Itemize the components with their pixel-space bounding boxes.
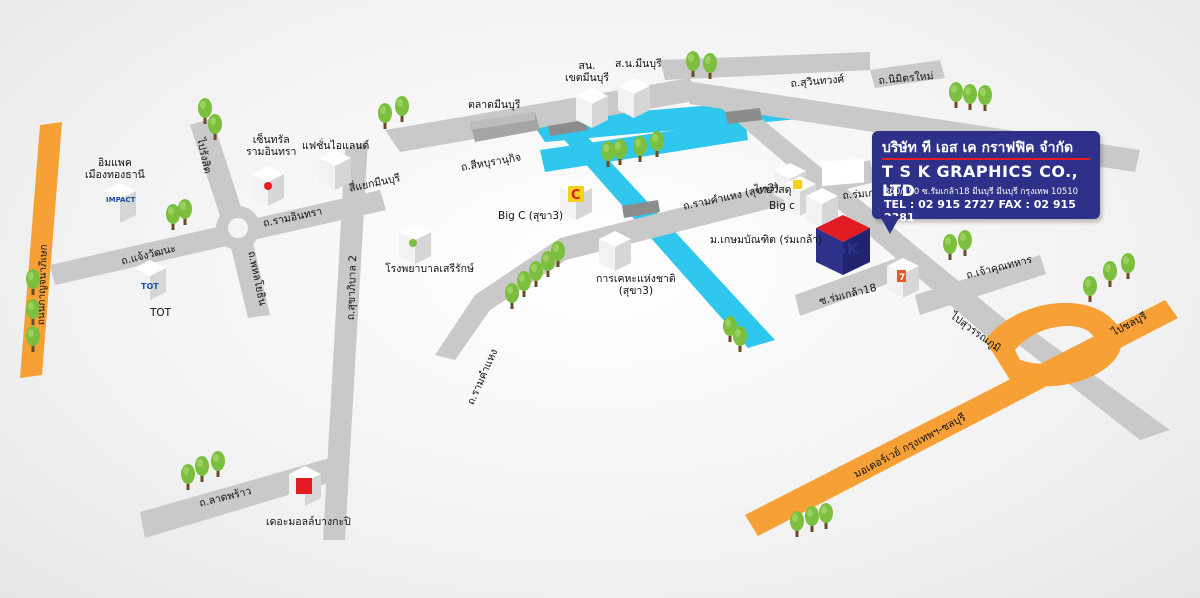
label-kasem: ม.เกษมบัณฑิต (ร่มเกล้า) (710, 234, 823, 246)
road-soi-romklao18 (795, 255, 912, 316)
label-mall-bangkapi: เดอะมอลล์บางกะปิ (266, 516, 351, 528)
hospital-logo (409, 239, 417, 247)
police-box (618, 78, 650, 118)
district-box (576, 88, 608, 128)
bigc2-logo (793, 180, 802, 189)
road-sukhapiban2 (323, 140, 368, 540)
tsk-headquarters: TSK (816, 158, 870, 275)
label-district-minburi: สน. เขตมีนบุรี (565, 60, 609, 85)
label-impact: อิมแพค เมืองทองธานี (85, 157, 145, 182)
road-to-suvarnabhumi (1000, 325, 1170, 440)
bigc-logo-letter: C (571, 188, 581, 203)
logos: C IMPACT TOT 7 (106, 180, 906, 494)
motorway-interchange (985, 302, 1122, 387)
road-nimitmai (870, 60, 945, 88)
tot-box (134, 260, 166, 300)
road-phahonyothin (228, 230, 270, 318)
road-ramintra (50, 190, 386, 285)
central-logo (264, 182, 272, 190)
company-address: 360/190 ซ.รัมเกล้า18 มีนบุรี มีนบุรี กรุ… (884, 187, 1079, 197)
company-info-box: บริษัท ที เอส เค กราฟฟิค จำกัด T S K GRA… (872, 131, 1100, 224)
label-fashion: แฟชั่นไอแลนด์ (302, 140, 370, 152)
bigc-logo (568, 186, 584, 202)
mall-logo (296, 478, 312, 494)
label-tot: TOT (150, 307, 172, 319)
company-contact: TEL : 02 915 2727 FAX : 02 915 2381 (884, 198, 1076, 224)
seven-logo (897, 270, 906, 282)
road-motorway (745, 300, 1178, 536)
fashion-box (319, 150, 351, 190)
company-name-thai: บริษัท ที เอส เค กราฟฟิค จำกัด (882, 140, 1074, 156)
label-bigc1: Big C (สุขา3) (498, 210, 564, 222)
label-bigc2: Big c (769, 200, 795, 212)
callout-pointer (880, 216, 900, 234)
tsk-logo: TSK (826, 240, 860, 258)
market-building (470, 112, 540, 142)
label-sukhapiban2: ถ.สุขาภิบาล 2 (345, 254, 360, 321)
label-police-minburi: ส.น.มีนบุรี (615, 58, 662, 70)
nhc-box (599, 231, 631, 271)
road-chao-khun (915, 255, 1046, 315)
label-nhc: การเคหะแห่งชาติ (สุขา3) (596, 273, 676, 298)
buildings (104, 78, 919, 506)
accent-line (882, 158, 1090, 160)
label-market-minburi: ตลาดมีนบุรี (468, 99, 521, 111)
company-name-english: T S K GRAPHICS CO., LTD (882, 162, 1079, 200)
label-central: เซ็นทรัล รามอินทรา (246, 134, 297, 159)
bridges (548, 108, 762, 218)
seven-logo-digit: 7 (899, 273, 905, 283)
label-thai-watsadu: ไทยวัสดุ (754, 184, 792, 196)
impact-logo: IMPACT (106, 196, 136, 204)
tot-logo: TOT (141, 282, 159, 291)
label-hospital: โรงพยาบาลเสรีรักษ์ (385, 263, 474, 275)
